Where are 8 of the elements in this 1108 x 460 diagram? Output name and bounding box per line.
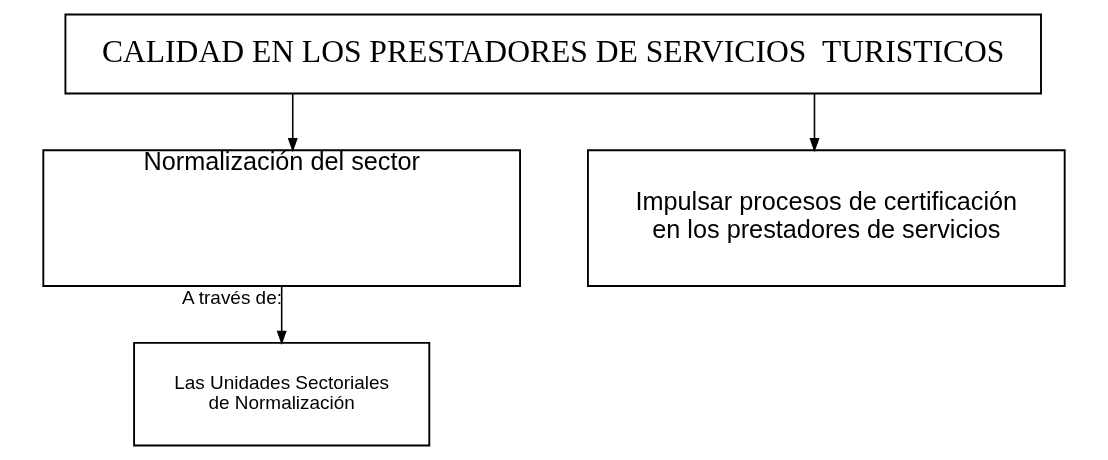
node-box: Normalización del sector [42,149,521,287]
edge-label: A través de: [181,286,282,308]
arrow [809,92,820,153]
node-box: Impulsar procesos de certificación en los prestadores de servicios [587,149,1066,287]
node-box: CALIDAD EN LOS PRESTADORES DE SERVICIOS TURISTICOS [64,13,1042,95]
arrow [276,285,287,346]
arrow [287,92,298,153]
node-box: Las Unidades Sectoriales de Normalización [133,341,431,447]
